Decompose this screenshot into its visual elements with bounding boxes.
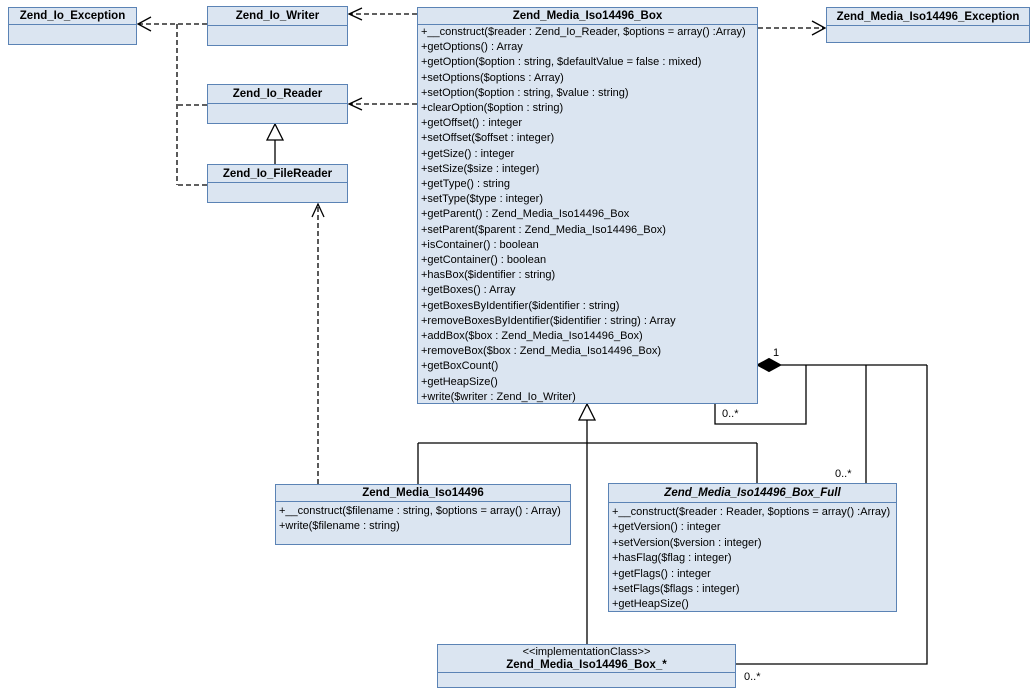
method-item: +hasBox($identifier : string) (421, 269, 556, 282)
class-header: <<implementationClass>> Zend_Media_Iso14… (438, 645, 735, 673)
class-title: Zend_Io_Reader (208, 85, 347, 104)
class-zend-io-reader: Zend_Io_Reader (207, 84, 348, 124)
method-item: +getSize() : integer (421, 147, 515, 160)
dependency-box-to-writer (347, 7, 417, 21)
class-title: Zend_Io_FileReader (208, 165, 347, 183)
dependency-iso14496-to-filereader (311, 202, 325, 484)
multiplicity-full-children: 0..* (835, 468, 852, 480)
class-title: Zend_Media_Iso14496_Box (418, 8, 757, 25)
method-item: +setOffset($offset : integer) (421, 132, 555, 145)
class-zend-io-filereader: Zend_Io_FileReader (207, 164, 348, 203)
method-item: +setOptions($options : Array) (421, 71, 564, 84)
class-title: Zend_Io_Writer (208, 7, 347, 26)
method-item: +getOption($option : string, $defaultVal… (421, 56, 702, 69)
method-item: +setType($type : integer) (421, 193, 543, 206)
class-title: Zend_Media_Iso14496_Exception (827, 8, 1029, 26)
dependency-io-to-exception (136, 16, 207, 186)
method-item: +getFlags() : integer (612, 567, 711, 580)
method-item: +getContainer() : boolean (421, 254, 547, 267)
method-item: +getOffset() : integer (421, 117, 522, 130)
method-item: +clearOption($option : string) (421, 102, 564, 115)
composition-diamond (755, 357, 783, 373)
method-item: +__construct($reader : Zend_Io_Reader, $… (421, 26, 746, 38)
class-methods: +__construct($reader : Reader, $options … (609, 503, 896, 613)
class-title: Zend_Media_Iso14496_Box_* (506, 658, 667, 671)
method-item: +__construct($reader : Reader, $options … (612, 506, 891, 518)
class-zend-media-iso14496-box-full: Zend_Media_Iso14496_Box_Full +__construc… (608, 483, 897, 612)
generalization-filereader-to-reader (265, 122, 285, 164)
method-item: +getBoxesByIdentifier($identifier : stri… (421, 299, 620, 312)
method-item: +removeBoxesByIdentifier($identifier : s… (421, 314, 676, 327)
class-methods: +__construct($reader : Zend_Io_Reader, $… (418, 25, 757, 405)
method-item: +setParent($parent : Zend_Media_Iso14496… (421, 223, 666, 236)
method-item: +setOption($option : string, $value : st… (421, 86, 629, 99)
method-item: +getType() : string (421, 178, 510, 191)
method-item: +getHeapSize() (612, 598, 689, 611)
method-item: +getBoxCount() (421, 360, 499, 373)
class-body-empty (438, 673, 735, 688)
method-item: +isContainer() : boolean (421, 238, 539, 251)
method-item: +getHeapSize() (421, 375, 498, 388)
multiplicity-self-children: 0..* (722, 408, 739, 420)
multiplicity-one: 1 (773, 347, 779, 359)
class-zend-media-iso14496-exception: Zend_Media_Iso14496_Exception (826, 7, 1030, 43)
class-zend-io-exception: Zend_Io_Exception (8, 7, 137, 45)
class-zend-media-iso14496-box-star: <<implementationClass>> Zend_Media_Iso14… (437, 644, 736, 688)
method-item: +hasFlag($flag : integer) (612, 552, 732, 565)
class-title: Zend_Io_Exception (9, 8, 136, 25)
class-title: Zend_Media_Iso14496 (276, 485, 570, 502)
method-item: +setFlags($flags : integer) (612, 583, 740, 596)
composition-box-children (714, 357, 928, 665)
dependency-box-to-reader (347, 97, 417, 111)
multiplicity-star-children: 0..* (744, 671, 761, 683)
method-item: +removeBox($box : Zend_Media_Iso14496_Bo… (421, 345, 662, 358)
class-methods: +__construct($filename : string, $option… (276, 502, 570, 534)
method-item: +addBox($box : Zend_Media_Iso14496_Box) (421, 330, 643, 343)
method-item: +getOptions() : Array (421, 41, 523, 54)
dependency-box-to-media-exception (758, 20, 827, 36)
class-title-abstract: Zend_Media_Iso14496_Box_Full (609, 484, 896, 503)
method-item: +__construct($filename : string, $option… (279, 505, 561, 517)
class-stereotype: <<implementationClass>> (522, 645, 651, 658)
generalization-children-to-box (417, 402, 758, 644)
method-item: +setVersion($version : integer) (612, 536, 762, 549)
class-zend-media-iso14496-box: Zend_Media_Iso14496_Box +__construct($re… (417, 7, 758, 404)
method-item: +getParent() : Zend_Media_Iso14496_Box (421, 208, 630, 221)
method-item: +write($filename : string) (279, 520, 400, 532)
class-zend-io-writer: Zend_Io_Writer (207, 6, 348, 46)
method-item: +getVersion() : integer (612, 521, 721, 534)
method-item: +write($writer : Zend_Io_Writer) (421, 390, 576, 403)
method-item: +getBoxes() : Array (421, 284, 516, 297)
class-zend-media-iso14496: Zend_Media_Iso14496 +__construct($filena… (275, 484, 571, 545)
method-item: +setSize($size : integer) (421, 162, 540, 175)
